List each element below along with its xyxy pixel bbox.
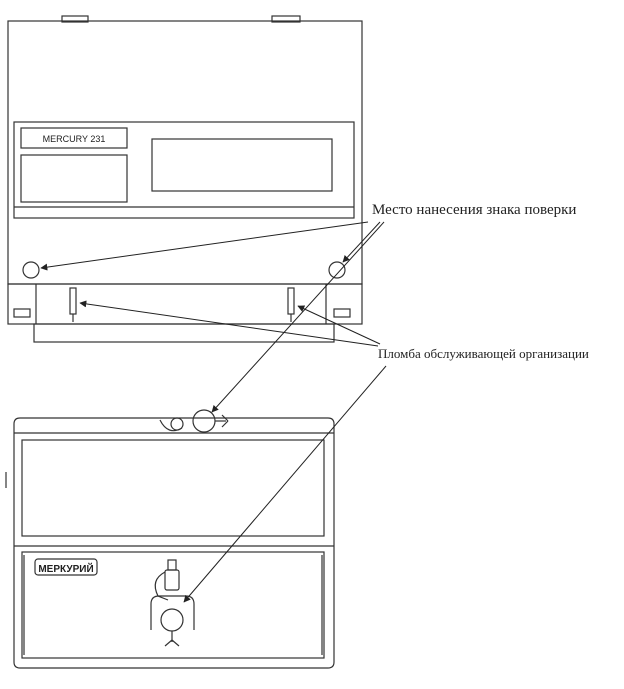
bottom-meter-seal-bracket [150, 595, 195, 630]
bottom-meter-lower-panel [21, 551, 325, 659]
leader-verification-to-cover-seal [211, 221, 385, 413]
top-meter-display-window [151, 138, 333, 192]
leader-verification-to-right-seal [342, 221, 381, 263]
top-meter-screw-right [287, 287, 295, 315]
leader-seal-to-right-screw [297, 305, 381, 345]
bottom-meter-display-window [21, 439, 325, 537]
top-meter-model-plate [20, 127, 128, 149]
callout-leaders [40, 221, 387, 603]
leader-verification-to-left-seal [40, 221, 369, 271]
top-meter-tab-right [271, 15, 301, 23]
top-meter-terminal-slot-left [13, 308, 31, 318]
bottom-meter-seal-screw [167, 559, 177, 571]
top-meter-front-panel [13, 121, 355, 219]
top-meter-body [7, 20, 363, 285]
bottom-meter-model-plate [34, 558, 98, 576]
bottom-meter-cover-verification-seal [192, 409, 216, 433]
top-meter-verification-seal-right [328, 261, 346, 279]
top-meter [7, 15, 363, 343]
bottom-meter [5, 409, 335, 669]
top-meter-tab-left [61, 15, 89, 23]
bottom-meter-cover-seal-left [170, 417, 184, 431]
callout-service-seal: Пломба обслуживающей организации [378, 346, 589, 361]
bottom-meter-seal-housing [164, 569, 180, 591]
top-meter-model-label: MERCURY 231 [43, 134, 106, 144]
bottom-meter-model-label: МЕРКУРИЙ [38, 562, 93, 575]
leader-seal-to-terminal-seal [183, 365, 387, 603]
callout-verification-mark: Место нанесения знака поверки [372, 202, 577, 218]
leader-seal-to-left-screw [79, 300, 379, 347]
bottom-meter-service-seal [160, 608, 184, 632]
bottom-meter-body [13, 417, 335, 669]
top-meter-small-window [20, 154, 128, 203]
top-meter-terminal-cover [33, 323, 335, 343]
top-meter-terminal-slot-right [333, 308, 351, 318]
top-meter-verification-seal-left [22, 261, 40, 279]
top-meter-screw-left [69, 287, 77, 315]
